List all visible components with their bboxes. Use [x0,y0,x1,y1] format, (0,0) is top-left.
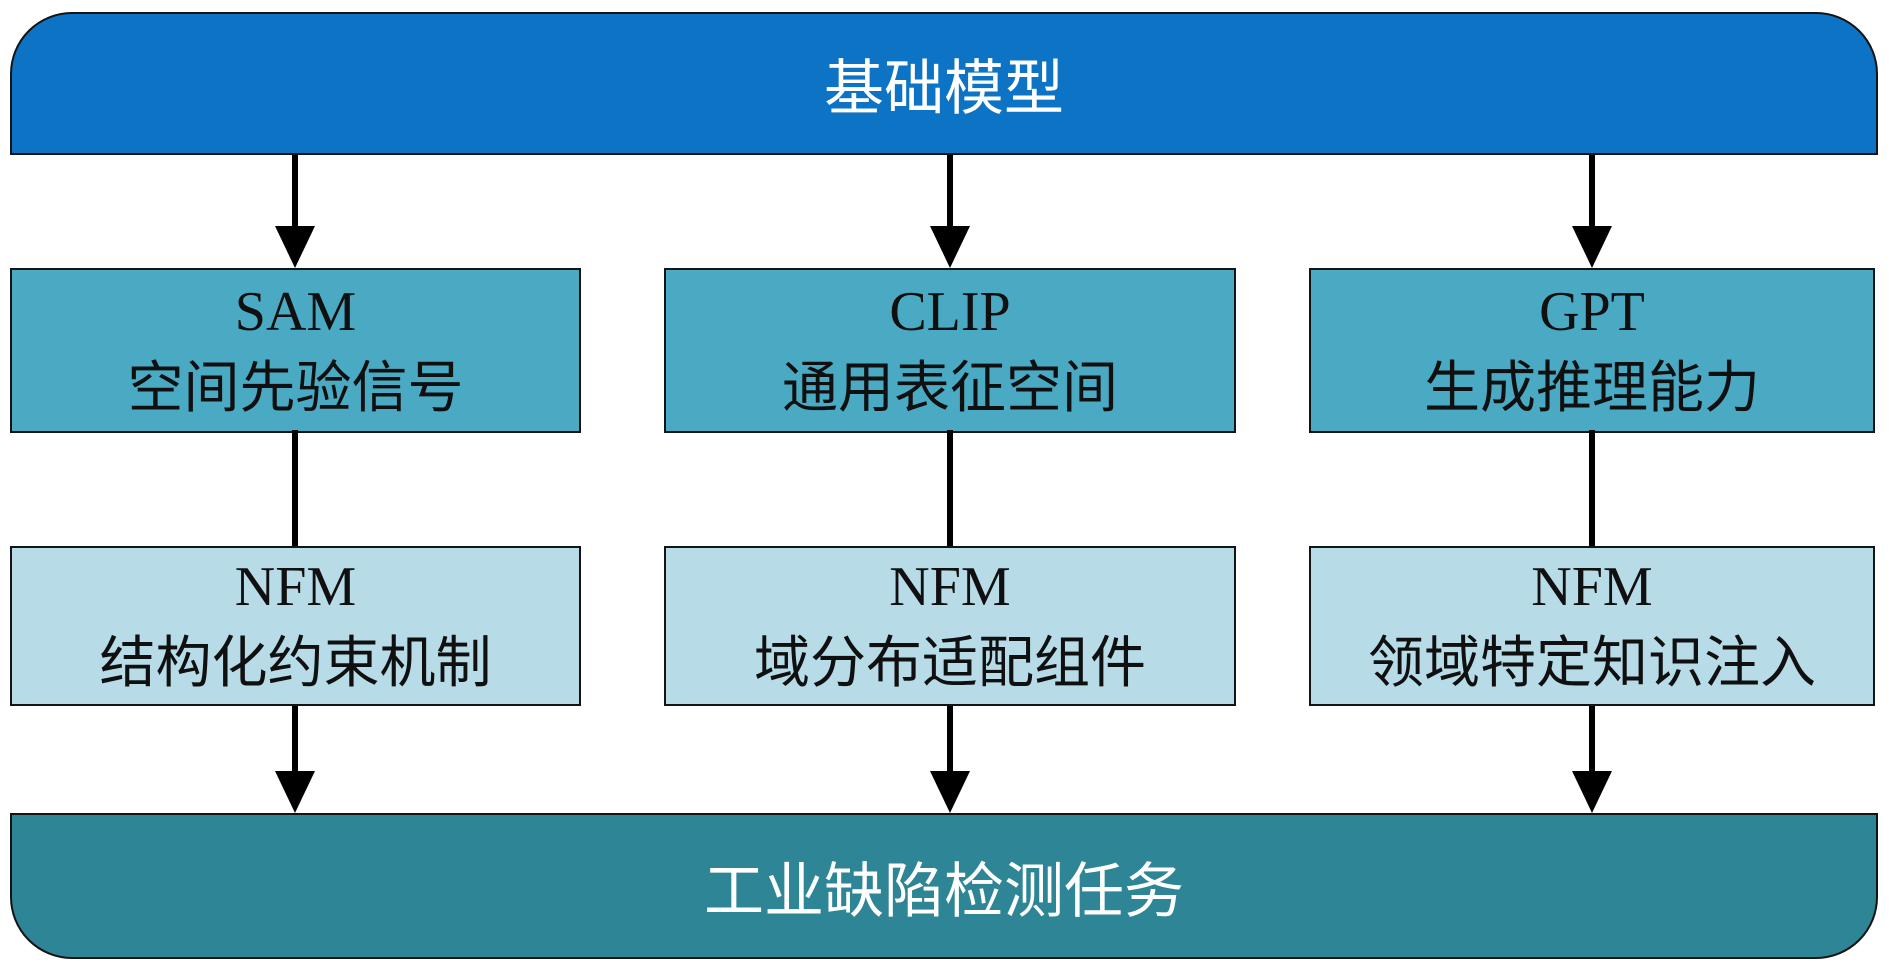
model-capability-label: 空间先验信号 [127,357,464,420]
arrow-foundation-to-sam [275,155,315,268]
nfm-name-label: NFM [1531,556,1653,618]
nfm-mechanism-label: 域分布适配组件 [754,633,1146,695]
arrow-shaft [947,706,953,778]
arrow-head-icon [275,771,315,813]
arrow-head-icon [930,226,970,268]
model-box-clip: CLIP 通用表征空间 [664,268,1236,433]
arrow-foundation-to-clip [930,155,970,268]
industrial-defect-task-box: 工业缺陷检测任务 [10,813,1878,959]
foundation-model-label: 基础模型 [824,56,1064,122]
nfm-name-label: NFM [889,556,1011,618]
arrow-nfm-to-task-mid [930,706,970,813]
arrow-nfm-to-task-left [275,706,315,813]
arrow-head-icon [275,226,315,268]
arrow-head-icon [1572,226,1612,268]
arrow-shaft [947,155,953,233]
nfm-mechanism-label: 结构化约束机制 [99,633,492,695]
arrow-foundation-to-gpt [1572,155,1612,268]
model-name-label: CLIP [889,280,1011,343]
nfm-mechanism-label: 领域特定知识注入 [1368,633,1816,695]
model-name-label: SAM [234,280,357,343]
arrow-shaft [1589,706,1595,778]
arrow-shaft [292,706,298,778]
nfm-box-knowledge-injection: NFM 领域特定知识注入 [1309,546,1875,706]
arrow-shaft [292,155,298,233]
model-box-sam: SAM 空间先验信号 [10,268,581,433]
connector-clip-to-nfm [947,430,953,548]
foundation-model-box: 基础模型 [10,12,1878,155]
arrow-shaft [1589,155,1595,233]
arrow-head-icon [1572,771,1612,813]
nfm-box-domain-adaptation: NFM 域分布适配组件 [664,546,1236,706]
connector-gpt-to-nfm [1589,430,1595,548]
model-box-gpt: GPT 生成推理能力 [1309,268,1875,433]
model-name-label: GPT [1539,280,1645,343]
arrow-head-icon [930,771,970,813]
model-capability-label: 通用表征空间 [782,357,1118,420]
model-capability-label: 生成推理能力 [1424,357,1760,420]
connector-sam-to-nfm [292,430,298,548]
nfm-name-label: NFM [234,556,357,618]
arrow-nfm-to-task-right [1572,706,1612,813]
nfm-box-structural-constraint: NFM 结构化约束机制 [10,546,581,706]
industrial-defect-task-label: 工业缺陷检测任务 [704,858,1184,925]
